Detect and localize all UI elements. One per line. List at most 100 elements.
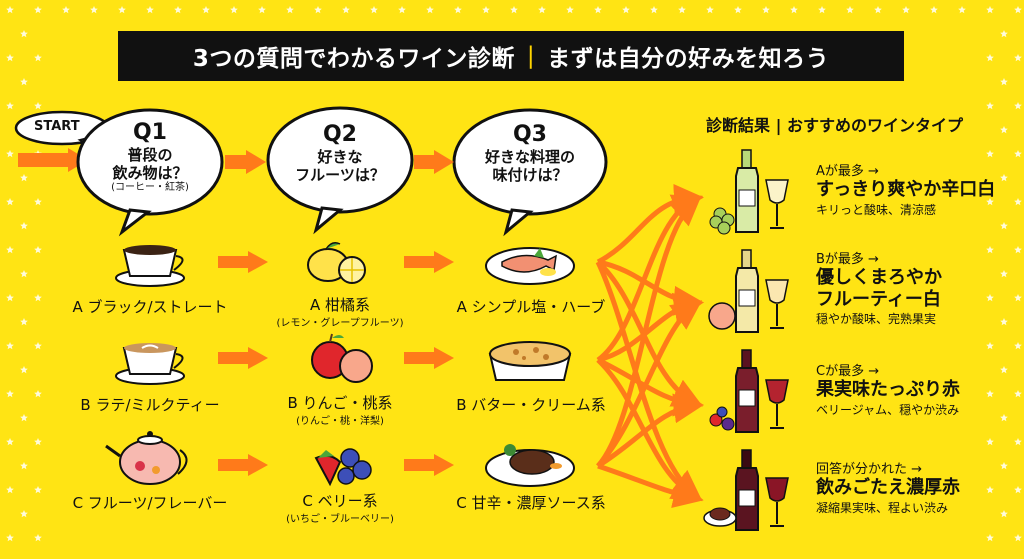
q2-option-a-sub: (レモン・グレープフルーツ) [276,318,404,329]
result-b: Bが最多 → 優しくまろやか フルーティー白 穏やか酸味、完熟果実 [816,248,942,327]
background-star [6,54,14,62]
title-sub: まずは自分の好みを知ろう [547,46,830,72]
q1-option-a: A ブラック/ストレート [72,298,228,316]
background-star [986,390,994,398]
q2-bubble [266,106,414,235]
gratin-icon [488,341,572,381]
background-star [20,318,28,326]
background-star [1000,30,1008,38]
background-star [1000,462,1008,470]
background-star [146,6,154,14]
background-star [986,6,994,14]
q3-option-c: C 甘辛・濃厚ソース系 [456,494,606,512]
background-star [986,150,994,158]
q1-line-1: 普段の [127,146,173,165]
q3-number: Q3 [512,122,547,147]
background-star [34,54,42,62]
arrow-q2-q3 [414,150,454,174]
background-star [762,6,770,14]
background-star [1000,222,1008,230]
q2-option-a: A 柑橘系 [309,296,371,314]
background-star [20,78,28,86]
background-star [986,534,994,542]
start-label: START [34,119,80,134]
background-star [1000,366,1008,374]
q2-option-c-sub: (いちご・ブルーベリー) [286,514,394,525]
background-star [174,6,182,14]
background-star [1014,534,1022,542]
title-separator: | [526,43,536,69]
result-d: 回答が分かれた → 飲みごたえ濃厚赤 凝縮果実味、程よい渋み [816,458,960,516]
background-star [314,6,322,14]
q2-option-b-sub: (りんご・桃・洋梨) [296,416,384,427]
background-star [202,6,210,14]
q2-text: Q2 好きな フルーツは？ [280,122,400,184]
background-star [986,54,994,62]
background-star [650,6,658,14]
white-wine-grapes-icon [709,149,789,235]
background-star [734,6,742,14]
background-star [426,6,434,14]
background-star [6,438,14,446]
q2-number: Q2 [322,122,357,147]
background-star [986,438,994,446]
white-wine-peach-icon [708,249,789,333]
background-star [986,198,994,206]
latte-icon [115,343,185,385]
background-star [6,294,14,302]
background-star [510,6,518,14]
q3-text: Q3 好きな料理の 味付けは？ [466,122,594,184]
q3-line-2: 味付けは？ [492,166,568,185]
background-star [20,510,28,518]
background-star [594,6,602,14]
background-star [818,6,826,14]
apple-peach-icon [311,333,373,383]
background-star [1014,150,1022,158]
q1-text: Q1 普段の 飲み物は？ (コーヒー・紅茶) [90,120,210,194]
result-a-description: キリっと酸味、清涼感 [816,202,937,217]
background-star [34,534,42,542]
background-star [6,198,14,206]
red-wine-berries-icon [709,349,789,433]
background-star [1014,294,1022,302]
result-c-type: 果実味たっぷり赤 [816,379,960,400]
background-star [1014,486,1022,494]
q1-option-b: B ラテ/ミルクティー [80,396,220,414]
result-b-type-line-1: 優しくまろやか [816,267,942,288]
result-a-condition: Aが最多 → [816,164,879,179]
background-star [1000,510,1008,518]
result-c-condition: Cが最多 → [816,364,880,379]
berries-icon [314,448,372,487]
result-c-description: ベリージャム、穏やか渋み [816,402,960,417]
background-star [20,366,28,374]
background-star [6,102,14,110]
background-star [1014,54,1022,62]
background-star [678,6,686,14]
result-c: Cが最多 → 果実味たっぷり赤 ベリージャム、穏やか渋み [816,360,960,418]
background-star [1014,342,1022,350]
background-star [6,390,14,398]
background-star [20,462,28,470]
background-star [20,414,28,422]
lemon-icon [307,242,366,284]
background-star [538,6,546,14]
background-star [986,342,994,350]
background-star [1014,198,1022,206]
q1-line-2: 飲み物は？ [112,164,188,183]
fan-arrows [595,183,704,509]
background-star [986,486,994,494]
background-star [34,438,42,446]
fish-plate-icon [485,247,575,285]
background-star [258,6,266,14]
background-star [34,390,42,398]
background-star [986,294,994,302]
background-star [34,6,42,14]
background-star [454,6,462,14]
background-star [930,6,938,14]
coffee-cup-icon [115,245,185,287]
result-b-description: 穏やか酸味、完熟果実 [816,312,937,327]
result-d-type: 飲みごたえ濃厚赤 [816,477,960,498]
q2-line-2: フルーツは？ [295,166,385,185]
background-star [6,534,14,542]
